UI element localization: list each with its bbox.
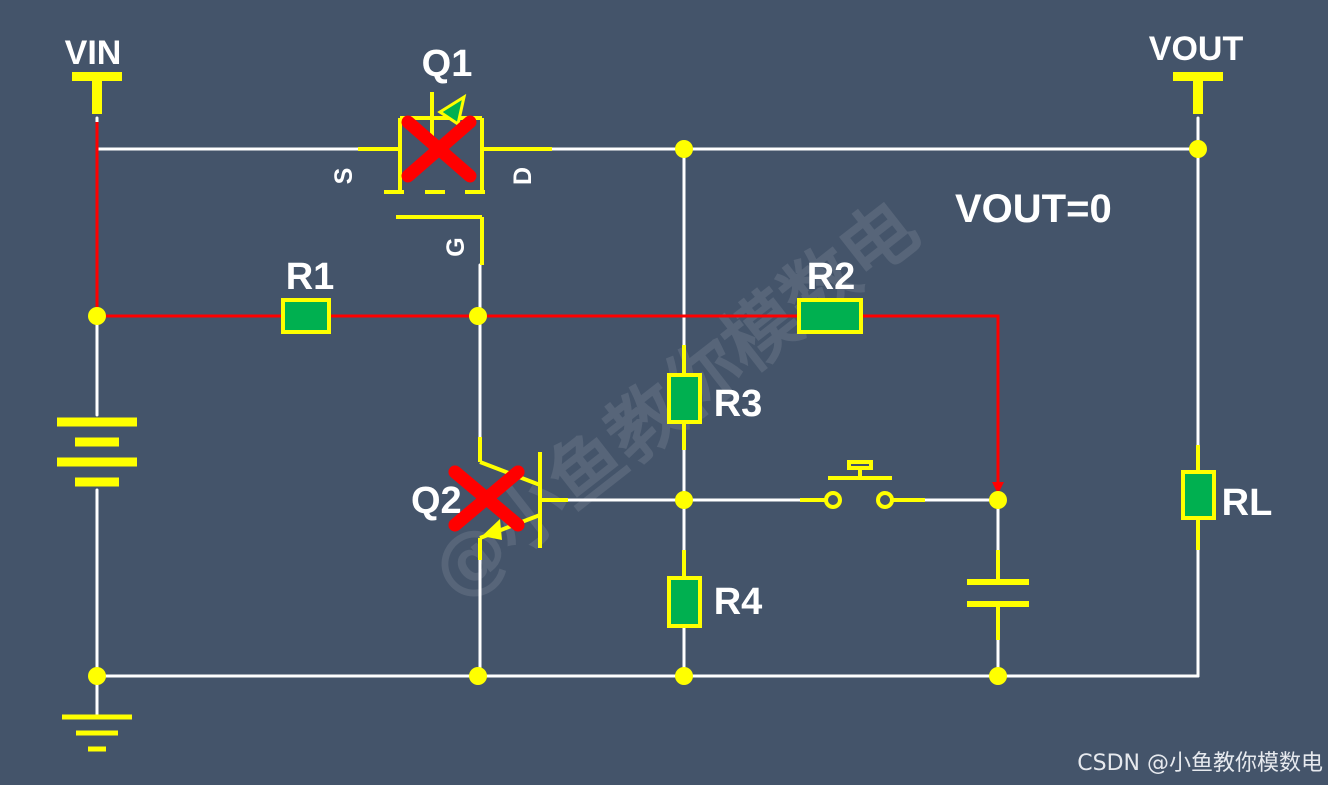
capacitor-symbol	[967, 550, 1029, 640]
vin-label: VIN	[65, 34, 122, 72]
r4-resistor	[667, 550, 702, 628]
current-path	[95, 122, 1004, 494]
vin-terminal	[72, 72, 122, 114]
junction-dots	[88, 140, 1207, 685]
rl-label: RL	[1222, 482, 1273, 524]
vout-label: VOUT	[1149, 30, 1244, 68]
ground-symbol	[62, 714, 132, 752]
r2-label: R2	[807, 256, 856, 298]
rl-resistor	[1181, 445, 1216, 550]
r2-resistor	[797, 298, 863, 334]
q2-off-mark	[448, 465, 525, 532]
r3-resistor	[667, 345, 702, 450]
q1-mosfet	[358, 92, 552, 265]
footer-credit: CSDN @小鱼教你模数电	[1077, 751, 1323, 776]
vout-terminal	[1173, 72, 1223, 114]
q1-label: Q1	[422, 43, 473, 85]
push-button-switch	[800, 460, 925, 509]
wires	[95, 116, 1200, 717]
q1-drain-label: D	[509, 167, 537, 185]
q2-label: Q2	[411, 480, 462, 522]
vout-status-label: VOUT=0	[955, 187, 1112, 231]
q1-source-label: S	[330, 168, 358, 185]
battery-symbol	[57, 417, 137, 487]
r3-label: R3	[714, 383, 763, 425]
r4-label: R4	[714, 581, 763, 623]
r1-label: R1	[286, 256, 335, 298]
q1-gate-label: G	[442, 237, 470, 256]
r1-resistor	[281, 298, 331, 334]
